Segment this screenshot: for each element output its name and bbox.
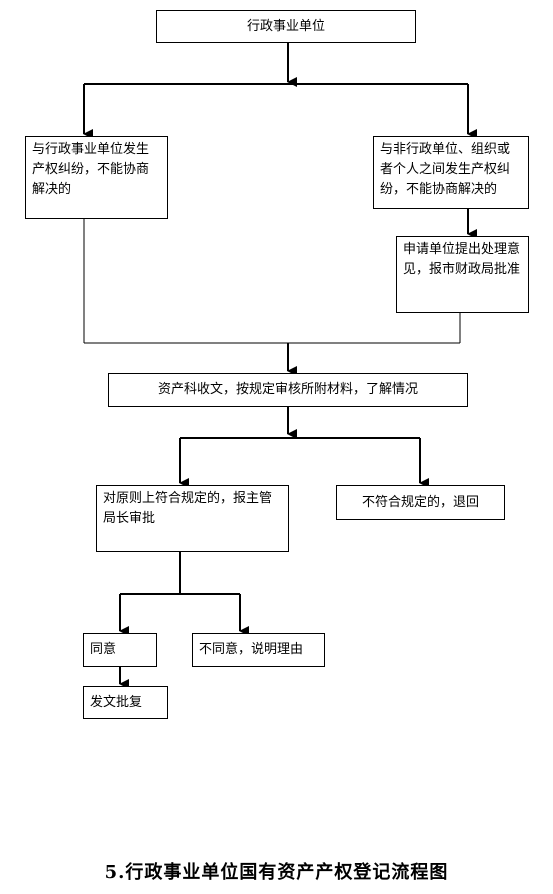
node-apply-finance-label: 申请单位提出处理意见，报市财政局批准: [403, 242, 521, 277]
node-compliant-label: 对原则上符合规定的，报主管局长审批: [103, 491, 273, 526]
node-disagree-label: 不同意，说明理由: [199, 642, 304, 657]
node-issue-reply-label: 发文批复: [90, 694, 143, 710]
node-compliant: 对原则上符合规定的，报主管局长审批: [96, 485, 289, 552]
node-issue-reply: 发文批复: [83, 686, 168, 719]
node-dispute-admin-label: 与行政事业单位发生产权纠纷，不能协商解决的: [32, 142, 150, 197]
figure-caption: 5.行政事业单位国有资产产权登记流程图: [104, 862, 449, 883]
node-apply-finance: 申请单位提出处理意见，报市财政局批准: [396, 236, 529, 313]
node-asset-review-label: 资产科收文，按规定审核所附材料，了解情况: [157, 382, 418, 397]
node-dispute-admin: 与行政事业单位发生产权纠纷，不能协商解决的: [25, 136, 168, 219]
node-dispute-nonadmin-label: 与非行政单位、组织或者个人之间发生产权纠纷，不能协商解决的: [380, 142, 511, 197]
node-disagree: 不同意，说明理由: [192, 633, 325, 667]
node-noncompliant: 不符合规定的，退回: [336, 485, 505, 520]
node-admin-unit-label: 行政事业单位: [246, 18, 325, 34]
node-admin-unit: 行政事业单位: [156, 10, 416, 43]
node-dispute-nonadmin: 与非行政单位、组织或者个人之间发生产权纠纷，不能协商解决的: [373, 136, 529, 209]
node-asset-review: 资产科收文，按规定审核所附材料，了解情况: [108, 373, 468, 407]
node-agree: 同意: [83, 633, 157, 667]
node-noncompliant-label: 不符合规定的，退回: [361, 494, 479, 510]
node-agree-label: 同意: [90, 642, 117, 657]
